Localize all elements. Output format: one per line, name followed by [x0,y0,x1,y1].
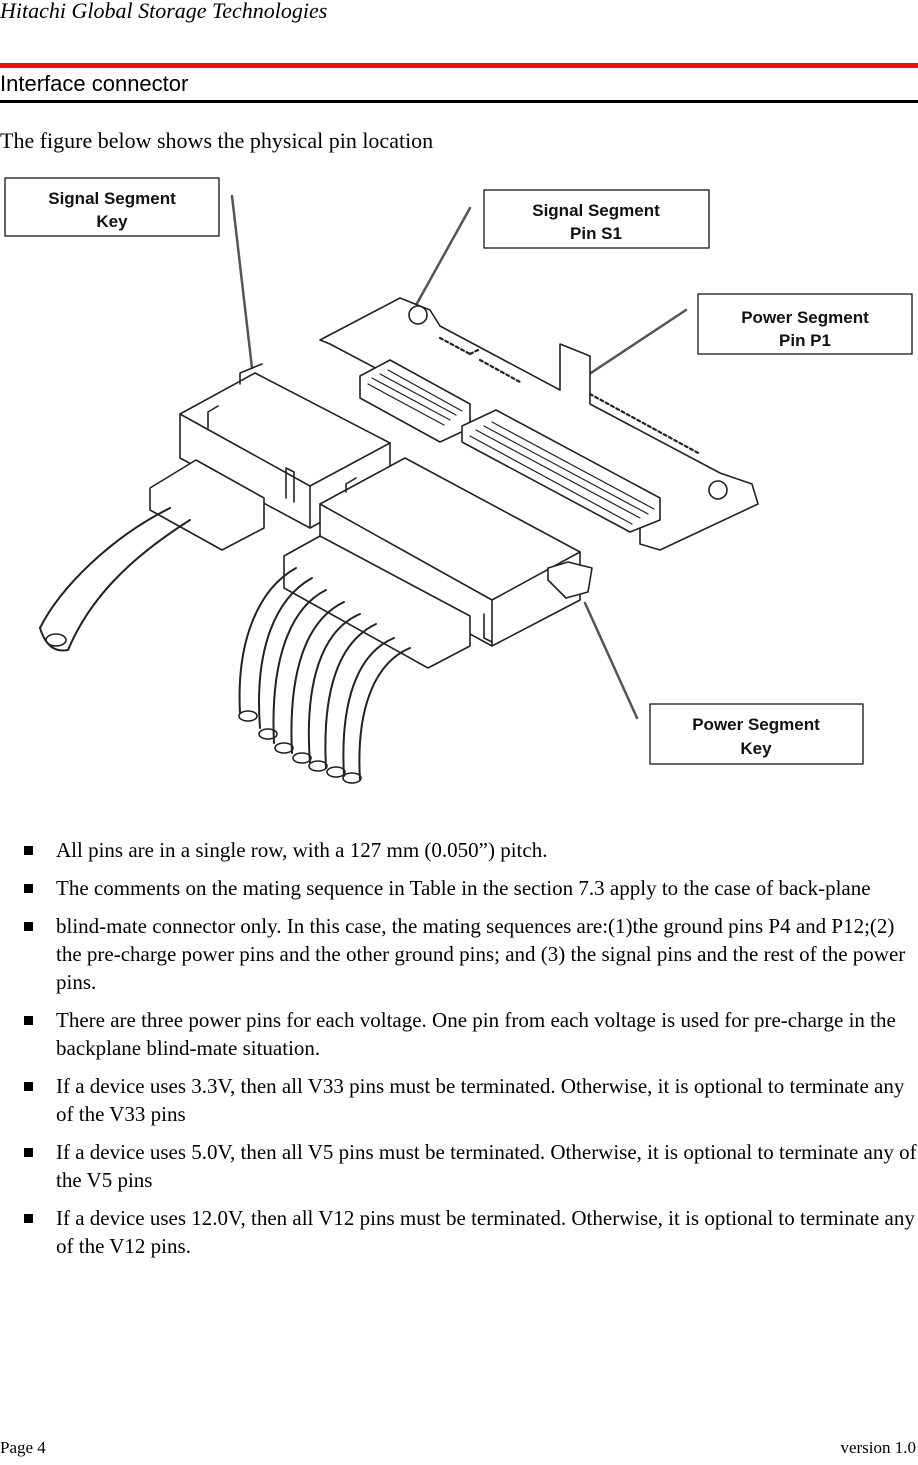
company-header: Hitachi Global Storage Technologies [0,0,328,23]
list-item: If a device uses 5.0V, then all V5 pins … [0,1138,918,1194]
bullet-square-icon [24,1082,33,1091]
callout-box-signal-pin [483,189,710,249]
header-red-rule [0,63,918,68]
callout-box-signal-key [4,177,220,237]
list-item: blind-mate connector only. In this case,… [0,912,918,996]
intro-paragraph: The figure below shows the physical pin … [0,128,434,153]
bullet-square-icon [24,922,33,931]
page-number: Page 4 [0,1438,46,1457]
callout-box-power-pin [697,293,913,355]
callout-signal-key-line2: Key [96,212,128,231]
callout-signal-pin-line2: Pin S1 [570,224,622,243]
list-item-text: There are three power pins for each volt… [56,1008,896,1060]
bullet-square-icon [24,884,33,893]
callout-power-pin-line2: Pin P1 [779,331,831,350]
callout-box-power-key [649,703,864,765]
pin-notes-list: All pins are in a single row, with a 127… [0,836,918,1270]
list-item-text: If a device uses 5.0V, then all V5 pins … [56,1140,917,1192]
list-item: If a device uses 12.0V, then all V12 pin… [0,1204,918,1260]
list-item-text: The comments on the mating sequence in T… [56,876,871,900]
list-item-text: All pins are in a single row, with a 127… [56,838,548,862]
callout-signal-key-line1: Signal Segment [48,189,176,208]
list-item: The comments on the mating sequence in T… [0,874,918,902]
callout-power-pin-line1: Power Segment [741,308,869,327]
bullet-square-icon [24,1016,33,1025]
connector-drawing: Signal Segment Key Signal Segment Pin S1… [4,177,913,784]
list-item: If a device uses 3.3V, then all V33 pins… [0,1072,918,1128]
callout-power-key-line2: Key [740,739,772,758]
callout-power-key-line1: Power Segment [692,715,820,734]
section-title: Interface connector [0,71,189,96]
list-item-text: blind-mate connector only. In this case,… [56,914,906,994]
list-item-text: If a device uses 3.3V, then all V33 pins… [56,1074,905,1126]
callout-signal-pin-line1: Signal Segment [532,201,660,220]
list-item: All pins are in a single row, with a 127… [0,836,918,864]
list-item: There are three power pins for each volt… [0,1006,918,1062]
connector-figure: Signal Segment Key Signal Segment Pin S1… [0,168,918,790]
document-version: version 1.0 [840,1438,916,1457]
bullet-square-icon [24,846,33,855]
section-rule [0,100,918,103]
bullet-square-icon [24,1214,33,1223]
bullet-square-icon [24,1148,33,1157]
list-item-text: If a device uses 12.0V, then all V12 pin… [56,1206,915,1258]
